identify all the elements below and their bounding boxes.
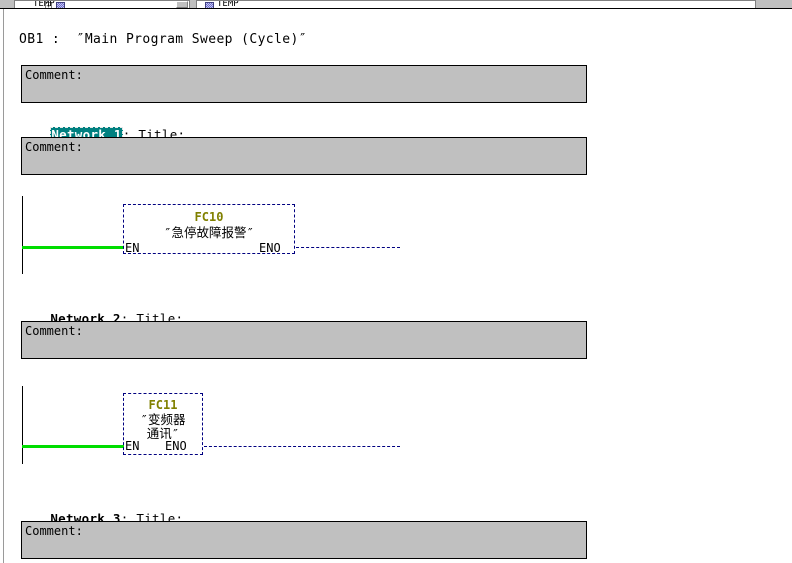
block-comment-field[interactable]: Comment: <box>21 65 587 103</box>
fc-call-symbol: ″变频器 通讯″ <box>140 412 186 441</box>
network-comment-field-3[interactable]: Comment: <box>21 521 587 559</box>
fc-call-name: FC10 <box>194 210 224 224</box>
ladder-work-area[interactable]: OB1 : ″Main Program Sweep (Cycle)″ Comme… <box>0 9 792 563</box>
fc-call-symbol: ″急停故障报警″ <box>163 225 255 240</box>
block-title: OB1 : ″Main Program Sweep (Cycle)″ <box>19 32 307 47</box>
pin-en-fc11[interactable]: EN <box>125 439 140 453</box>
fc-call-box-fc10[interactable]: FC10 ″急停故障报警″ <box>123 204 295 254</box>
eno-output-wire-2 <box>204 446 400 447</box>
declaration-grid-label: TEMP <box>217 0 239 9</box>
power-rail-1 <box>22 196 23 274</box>
variable-table-icon <box>56 2 65 8</box>
declaration-table-strip: + TEMP TEMP <box>0 0 792 9</box>
network-comment-field-2[interactable]: Comment: <box>21 321 587 359</box>
work-area-left-border <box>3 9 4 563</box>
pin-eno-fc10[interactable]: ENO <box>259 241 281 255</box>
declaration-grid-pane[interactable]: TEMP <box>196 0 756 9</box>
pin-eno-fc11[interactable]: ENO <box>165 439 187 453</box>
power-flow-wire-2 <box>22 445 124 448</box>
declaration-tree-label: TEMP <box>33 0 55 9</box>
scroll-spinner-button[interactable] <box>176 1 188 8</box>
declaration-tree-pane[interactable]: + TEMP <box>14 0 190 9</box>
tree-expander-icon[interactable]: + <box>45 2 52 9</box>
pin-en-fc10[interactable]: EN <box>125 241 140 255</box>
network-comment-field-1[interactable]: Comment: <box>21 137 587 175</box>
power-flow-wire-1 <box>22 246 124 249</box>
variable-table-icon <box>205 2 214 8</box>
eno-output-wire-1 <box>296 247 400 248</box>
power-rail-2 <box>22 386 23 464</box>
fc-call-name: FC11 <box>148 398 178 412</box>
fc-call-box-fc11[interactable]: FC11 ″变频器 通讯″ <box>123 393 203 455</box>
